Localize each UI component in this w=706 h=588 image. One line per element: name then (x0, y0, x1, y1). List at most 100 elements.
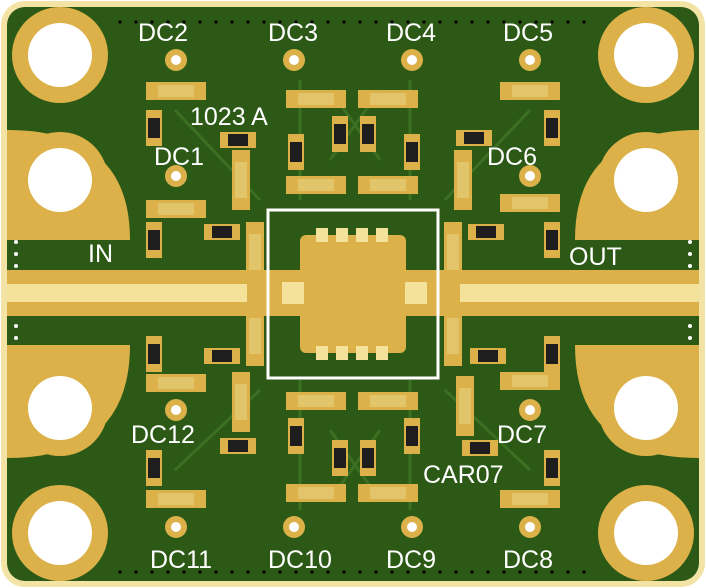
smd-body (235, 162, 247, 198)
via (182, 570, 186, 574)
via (502, 20, 506, 24)
smd-body (228, 134, 248, 146)
dc-pad-hole (171, 171, 181, 181)
label-in: IN (88, 240, 113, 268)
mount-hole (614, 148, 678, 212)
via (214, 20, 218, 24)
mount-hole (28, 23, 92, 87)
smd-body (370, 93, 406, 105)
via (688, 324, 692, 328)
label-dc10: DC10 (268, 546, 332, 574)
via (566, 570, 570, 574)
smd-body (459, 388, 471, 424)
smd-body (406, 426, 418, 446)
dc-pad-hole (171, 405, 181, 415)
via (438, 570, 442, 574)
chip-pin (316, 228, 328, 242)
via (182, 20, 186, 24)
smd-body (158, 85, 194, 97)
via (688, 252, 692, 256)
dc-pad-hole (525, 171, 535, 181)
via (486, 570, 490, 574)
via (214, 570, 218, 574)
label-dc5: DC5 (503, 19, 553, 47)
via (150, 20, 154, 24)
via (14, 324, 18, 328)
via (262, 570, 266, 574)
via (454, 570, 458, 574)
dc-pad-hole (407, 522, 417, 532)
smd-body (362, 124, 374, 144)
dc-pad-hole (525, 55, 535, 65)
via (326, 570, 330, 574)
via (454, 20, 458, 24)
via (688, 336, 692, 340)
via (166, 570, 170, 574)
components (146, 82, 560, 508)
smd-body (158, 203, 194, 215)
smd-body (546, 230, 558, 250)
via (534, 20, 538, 24)
chip-outline (266, 208, 440, 380)
label-dc8: DC8 (503, 546, 553, 574)
chip-pin (336, 228, 348, 242)
smd-body (148, 118, 160, 138)
via (358, 570, 362, 574)
via (550, 20, 554, 24)
chip-pin (336, 346, 348, 360)
via (134, 20, 138, 24)
smd-body (546, 344, 558, 364)
via (118, 570, 122, 574)
via (342, 20, 346, 24)
via (150, 570, 154, 574)
smd-body (370, 487, 406, 499)
label-dc6: DC6 (487, 143, 537, 171)
smd-body (334, 124, 346, 144)
chip-package (300, 235, 406, 353)
smd-body (212, 226, 232, 238)
via (14, 240, 18, 244)
smd-body (334, 448, 346, 468)
via (518, 20, 522, 24)
smd-body (370, 179, 406, 191)
chip-rf-pad (282, 282, 304, 304)
smd-body (512, 493, 548, 505)
via (14, 264, 18, 268)
via (422, 570, 426, 574)
smd-body (148, 344, 160, 364)
smd-body (546, 118, 558, 138)
smd-body (158, 377, 194, 389)
smd-body (478, 350, 498, 362)
via (14, 336, 18, 340)
smd-body (362, 448, 374, 468)
via (390, 570, 394, 574)
smd-body (512, 85, 548, 97)
label-dc1: DC1 (154, 143, 204, 171)
via (502, 570, 506, 574)
via (390, 20, 394, 24)
via (582, 20, 586, 24)
smd-body (212, 350, 232, 362)
via (134, 570, 138, 574)
chip-pin (356, 346, 368, 360)
label-dc11: DC11 (150, 546, 212, 574)
via (374, 20, 378, 24)
label-dc12: DC12 (131, 421, 195, 449)
via (262, 20, 266, 24)
via (310, 20, 314, 24)
dc-pad-hole (525, 522, 535, 532)
chip-pin (316, 346, 328, 360)
smd-body (370, 395, 406, 407)
smd-body (476, 226, 496, 238)
via (470, 20, 474, 24)
via (470, 570, 474, 574)
label-dc4: DC4 (386, 19, 436, 47)
smd-body (546, 458, 558, 478)
smd-body (290, 142, 302, 162)
via (438, 20, 442, 24)
chip-pin (376, 228, 388, 242)
mount-hole (614, 501, 678, 565)
via (230, 570, 234, 574)
via (406, 570, 410, 574)
